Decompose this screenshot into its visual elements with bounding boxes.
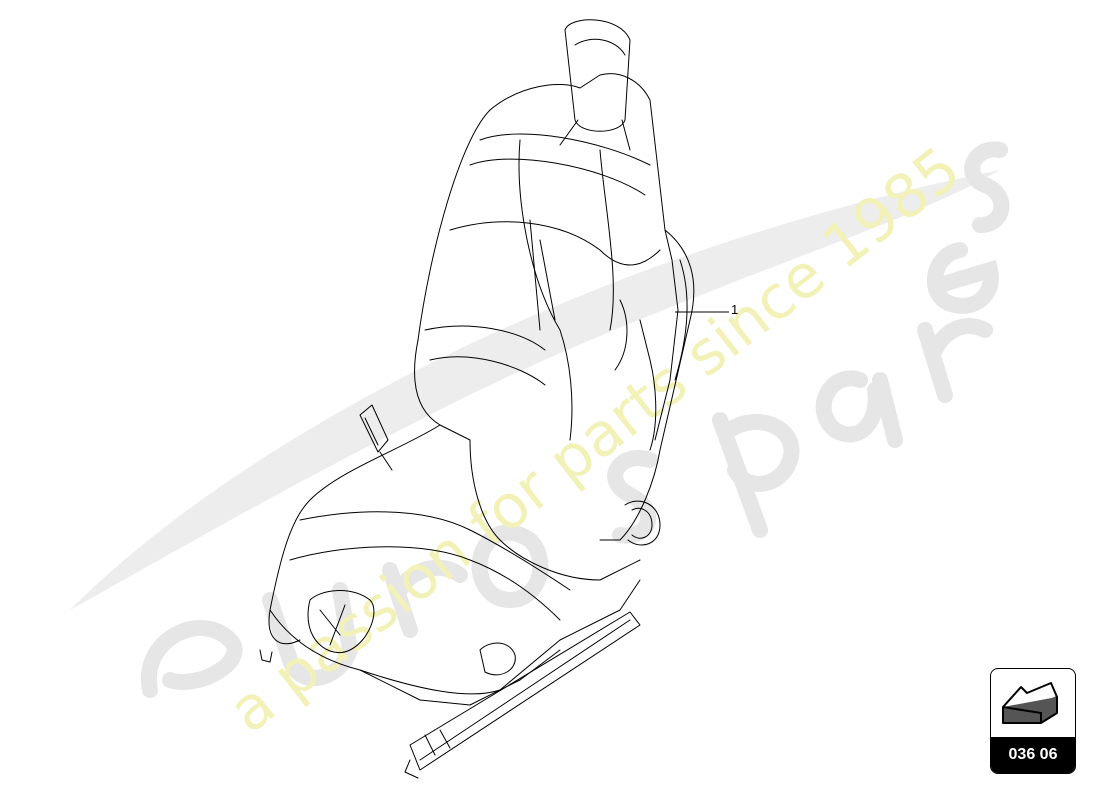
callout-label-1: 1	[731, 302, 739, 317]
watermark-logo	[140, 141, 1010, 698]
seat-drawing	[259, 19, 695, 779]
watermark-swoosh	[70, 170, 1000, 610]
reference-badge: 036 06	[990, 668, 1076, 774]
arrow-icon	[991, 669, 1075, 737]
reference-code: 036 06	[991, 737, 1075, 773]
